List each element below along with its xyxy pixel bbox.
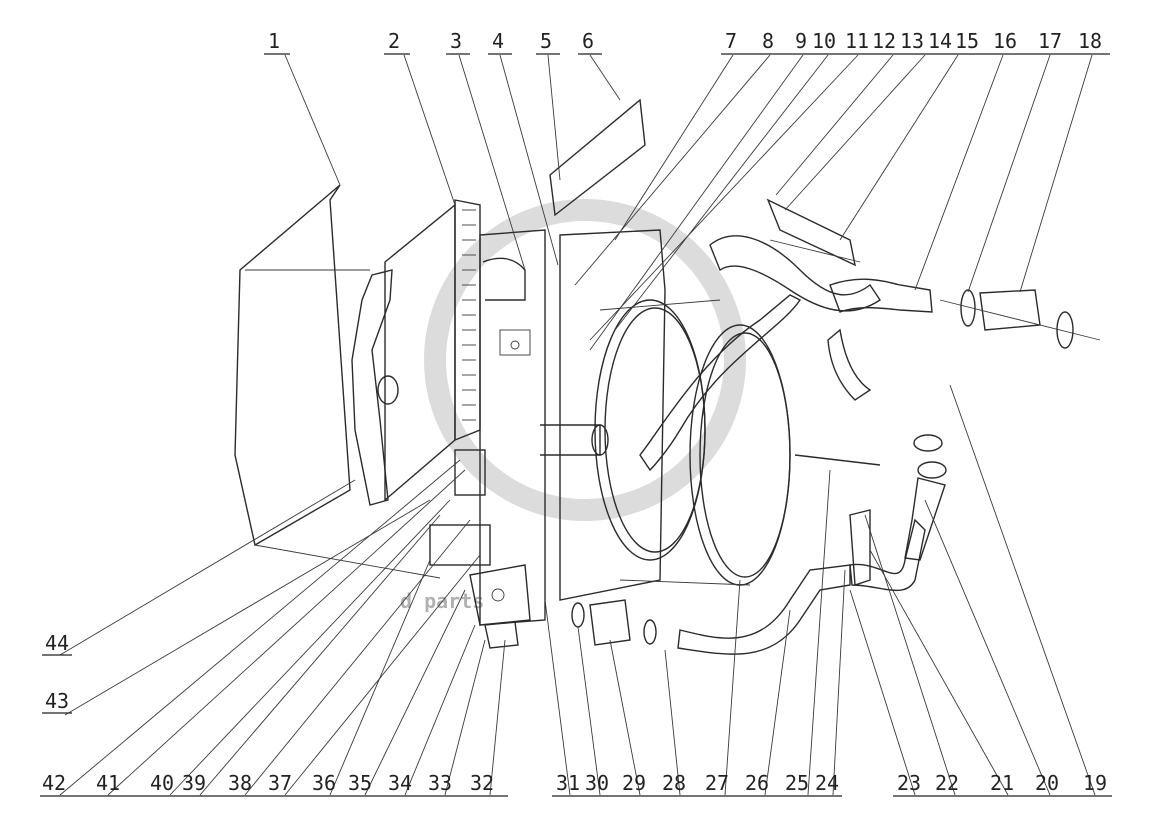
label-27: 27 bbox=[705, 771, 729, 795]
label-24: 24 bbox=[815, 771, 839, 795]
bracket-22 bbox=[849, 509, 871, 586]
label-42: 42 bbox=[42, 771, 66, 795]
label-1: 1 bbox=[268, 29, 280, 53]
label-11: 11 bbox=[845, 29, 869, 53]
side-frame bbox=[384, 203, 456, 502]
label-35: 35 bbox=[348, 771, 372, 795]
lower-pipe bbox=[677, 564, 851, 655]
label-41: 41 bbox=[96, 771, 120, 795]
ring-20b bbox=[917, 461, 947, 479]
clip-32 bbox=[484, 621, 519, 649]
label-33: 33 bbox=[428, 771, 452, 795]
radiator-core bbox=[454, 199, 481, 442]
label-36: 36 bbox=[312, 771, 336, 795]
label-10: 10 bbox=[812, 29, 836, 53]
label-40: 40 bbox=[150, 771, 174, 795]
label-25: 25 bbox=[785, 771, 809, 795]
rod-25 bbox=[794, 454, 881, 466]
mount-bracket bbox=[429, 524, 491, 566]
outlet-pipe-center bbox=[540, 424, 601, 456]
radiator-fins bbox=[462, 209, 476, 421]
label-37: 37 bbox=[268, 771, 292, 795]
lower-hose-right bbox=[849, 518, 926, 592]
label-21: 21 bbox=[990, 771, 1014, 795]
base-plate bbox=[469, 564, 531, 626]
label-14: 14 bbox=[928, 29, 952, 53]
ring-29b bbox=[643, 619, 657, 645]
label-28: 28 bbox=[662, 771, 686, 795]
label-22: 22 bbox=[935, 771, 959, 795]
inlet-pipe-left bbox=[482, 257, 526, 301]
label-31: 31 bbox=[556, 771, 580, 795]
top-labels: 1 2 3 4 5 6 7 8 9 10 11 12 13 14 15 16 1… bbox=[264, 29, 1110, 55]
label-34: 34 bbox=[388, 771, 412, 795]
assembly-drawing bbox=[234, 98, 1101, 655]
label-5: 5 bbox=[540, 29, 552, 53]
label-9: 9 bbox=[795, 29, 807, 53]
bottom-labels: 44 43 42 41 40 39 38 37 36 35 34 33 32 3… bbox=[40, 631, 1112, 797]
label-43: 43 bbox=[45, 689, 69, 713]
label-2: 2 bbox=[388, 29, 400, 53]
label-29: 29 bbox=[622, 771, 646, 795]
clamp-17 bbox=[960, 289, 976, 327]
label-30: 30 bbox=[585, 771, 609, 795]
label-32: 32 bbox=[470, 771, 494, 795]
upper-hose-outlet bbox=[829, 278, 933, 313]
charge-air-tank bbox=[351, 269, 393, 506]
label-12: 12 bbox=[872, 29, 896, 53]
radiator-frame bbox=[479, 229, 546, 626]
leader-lines bbox=[59, 54, 1096, 796]
label-17: 17 bbox=[1038, 29, 1062, 53]
clamp-18 bbox=[1056, 311, 1074, 349]
hose-18 bbox=[979, 289, 1041, 331]
label-19: 19 bbox=[1083, 771, 1107, 795]
mount-block bbox=[454, 449, 486, 496]
label-20: 20 bbox=[1035, 771, 1059, 795]
label-18: 18 bbox=[1078, 29, 1102, 53]
label-15: 15 bbox=[955, 29, 979, 53]
elbow-hose bbox=[639, 294, 802, 472]
label-8: 8 bbox=[762, 29, 774, 53]
label-4: 4 bbox=[492, 29, 504, 53]
label-3: 3 bbox=[450, 29, 462, 53]
watermark: d parts bbox=[400, 199, 746, 613]
label-7: 7 bbox=[725, 29, 737, 53]
hose-20 bbox=[904, 477, 946, 561]
label-39: 39 bbox=[182, 771, 206, 795]
bracket-plate bbox=[549, 98, 646, 217]
ring-29a bbox=[571, 602, 585, 628]
label-38: 38 bbox=[228, 771, 252, 795]
drop-hose bbox=[827, 328, 872, 401]
upper-hose bbox=[709, 235, 881, 312]
label-44: 44 bbox=[45, 631, 69, 655]
bracket-top bbox=[766, 198, 856, 267]
ring-20a bbox=[913, 434, 943, 452]
label-16: 16 bbox=[993, 29, 1017, 53]
label-13: 13 bbox=[900, 29, 924, 53]
label-6: 6 bbox=[582, 29, 594, 53]
label-23: 23 bbox=[897, 771, 921, 795]
shroud-plate bbox=[559, 229, 666, 601]
sleeve-29 bbox=[589, 599, 631, 646]
fan-shroud-panel bbox=[234, 184, 351, 547]
label-26: 26 bbox=[745, 771, 769, 795]
